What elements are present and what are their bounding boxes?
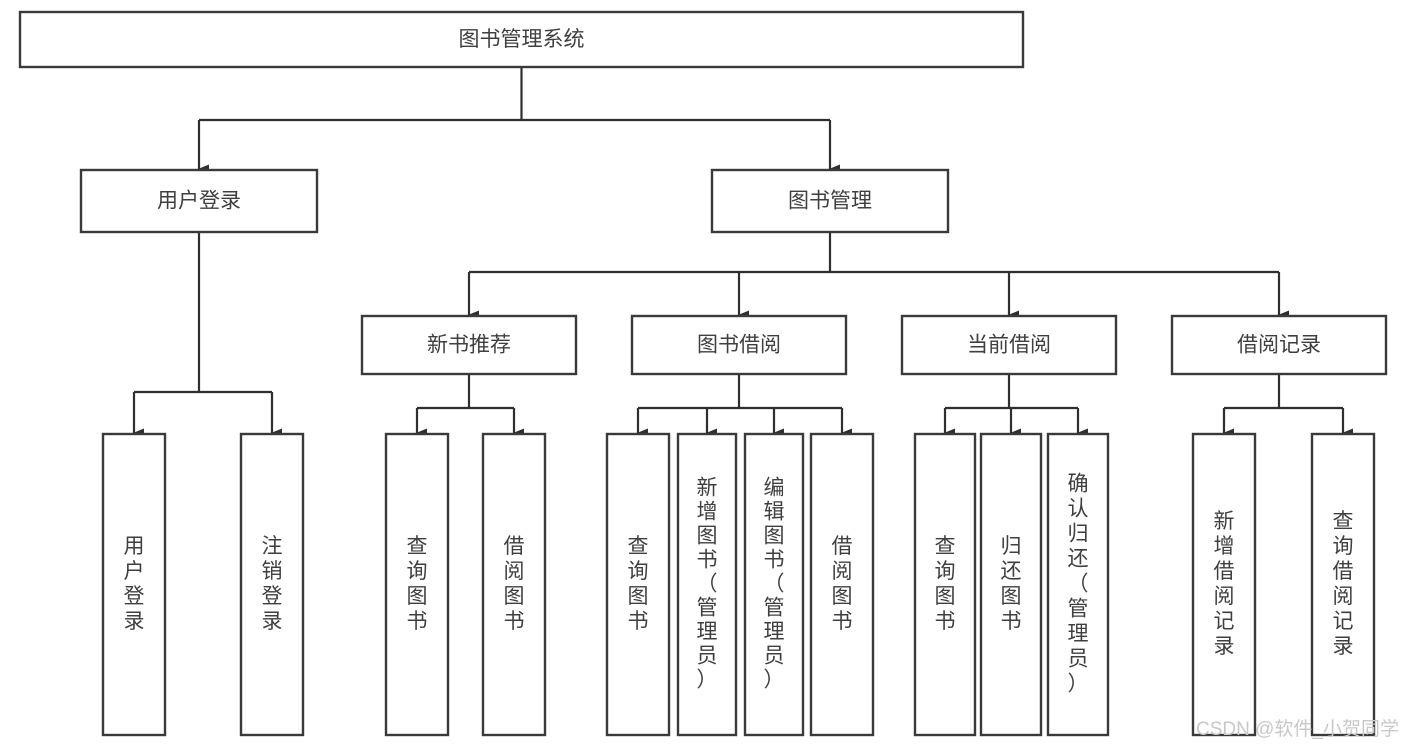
nodes-layer: 图书管理系统用户登录图书管理新书推荐图书借阅当前借阅借阅记录用户登录注销登录查询… [18,10,1388,737]
node-l2-user-login-box[interactable] [79,168,319,234]
node-root-root-box[interactable] [18,10,1025,69]
node-leaf-leaf-return-book[interactable]: 归还图书 [979,432,1043,737]
node-l3-new-book-recommend-label: 新书推荐 [427,334,511,357]
edge-group-borrow-record [1222,374,1353,438]
node-leaf-leaf-query-book-2-box[interactable] [605,432,671,737]
node-leaf-leaf-query-book-2-label: 查询图书 [628,535,649,633]
edge-group-new-book-recommend [415,374,524,438]
node-l2-book-management[interactable]: 图书管理 [710,168,950,234]
node-leaf-leaf-borrow-book-1[interactable]: 借阅图书 [481,432,547,737]
edge-group-current-borrow [943,374,1088,438]
node-l3-borrow-record-label: 借阅记录 [1237,334,1321,357]
node-leaf-leaf-borrow-book-1-box[interactable] [481,432,547,737]
node-l3-new-book-recommend-box[interactable] [360,314,578,376]
node-l3-current-borrow-box[interactable] [900,314,1118,376]
node-leaf-leaf-add-book-box[interactable] [676,432,738,737]
node-l2-user-login-label: 用户登录 [157,190,241,213]
node-leaf-leaf-edit-book-box[interactable] [743,432,805,737]
node-leaf-leaf-query-borrow-record-box[interactable] [1310,432,1376,737]
node-leaf-leaf-confirm-return-label: 确认归还（管理员） [1068,472,1089,695]
node-leaf-leaf-query-book-1-label: 查询图书 [407,535,428,633]
edge-group-book-borrow [636,374,852,438]
node-leaf-leaf-return-book-label: 归还图书 [1001,535,1022,633]
node-leaf-leaf-query-book-3-label: 查询图书 [935,535,956,633]
node-leaf-leaf-confirm-return-box[interactable] [1046,432,1110,737]
edge-group-book-management [467,232,1289,320]
node-leaf-leaf-user-login-box[interactable] [101,432,167,737]
node-leaf-leaf-add-book[interactable]: 新增图书（管理员） [676,432,738,737]
node-root-root[interactable]: 图书管理系统 [18,10,1025,69]
node-leaf-leaf-confirm-return[interactable]: 确认归还（管理员） [1046,432,1110,737]
edge-group-user-login [132,232,282,438]
node-leaf-leaf-borrow-book-1-label: 借阅图书 [504,535,525,633]
node-leaf-leaf-return-book-box[interactable] [979,432,1043,737]
node-leaf-leaf-query-book-1[interactable]: 查询图书 [384,432,450,737]
node-l3-current-borrow-label: 当前借阅 [967,334,1051,357]
node-l2-book-management-label: 图书管理 [788,190,872,213]
node-leaf-leaf-query-borrow-record-label: 查询借阅记录 [1333,510,1354,658]
node-leaf-leaf-query-book-2[interactable]: 查询图书 [605,432,671,737]
edge-group-root [197,67,840,174]
node-l3-borrow-record-box[interactable] [1170,314,1388,376]
node-l3-current-borrow[interactable]: 当前借阅 [900,314,1118,376]
node-l3-book-borrow-box[interactable] [630,314,848,376]
node-leaf-leaf-logout-label: 注销登录 [262,535,283,633]
node-leaf-leaf-query-book-1-box[interactable] [384,432,450,737]
node-leaf-leaf-user-login-label: 用户登录 [124,535,145,633]
node-leaf-leaf-logout-box[interactable] [239,432,305,737]
node-l3-new-book-recommend[interactable]: 新书推荐 [360,314,578,376]
node-leaf-leaf-borrow-book-2-box[interactable] [809,432,875,737]
node-leaf-leaf-user-login[interactable]: 用户登录 [101,432,167,737]
node-leaf-leaf-logout[interactable]: 注销登录 [239,432,305,737]
edges-layer [132,67,1353,438]
node-leaf-leaf-add-borrow-record-label: 新增借阅记录 [1214,510,1235,658]
node-leaf-leaf-edit-book[interactable]: 编辑图书（管理员） [743,432,805,737]
node-leaf-leaf-add-borrow-record[interactable]: 新增借阅记录 [1191,432,1257,737]
node-leaf-leaf-query-book-3[interactable]: 查询图书 [913,432,977,737]
csdn-watermark: CSDN @软件_小贺同学 [1196,718,1399,740]
node-leaf-leaf-edit-book-label: 编辑图书（管理员） [764,476,785,691]
node-leaf-leaf-add-borrow-record-box[interactable] [1191,432,1257,737]
node-leaf-leaf-add-book-label: 新增图书（管理员） [697,476,718,691]
node-leaf-leaf-borrow-book-2-label: 借阅图书 [832,535,853,633]
node-leaf-leaf-query-borrow-record[interactable]: 查询借阅记录 [1310,432,1376,737]
node-l2-book-management-box[interactable] [710,168,950,234]
node-leaf-leaf-query-book-3-box[interactable] [913,432,977,737]
node-root-root-label: 图书管理系统 [459,28,585,51]
node-leaf-leaf-borrow-book-2[interactable]: 借阅图书 [809,432,875,737]
node-l3-book-borrow[interactable]: 图书借阅 [630,314,848,376]
node-l2-user-login[interactable]: 用户登录 [79,168,319,234]
node-l3-borrow-record[interactable]: 借阅记录 [1170,314,1388,376]
node-l3-book-borrow-label: 图书借阅 [697,334,781,357]
